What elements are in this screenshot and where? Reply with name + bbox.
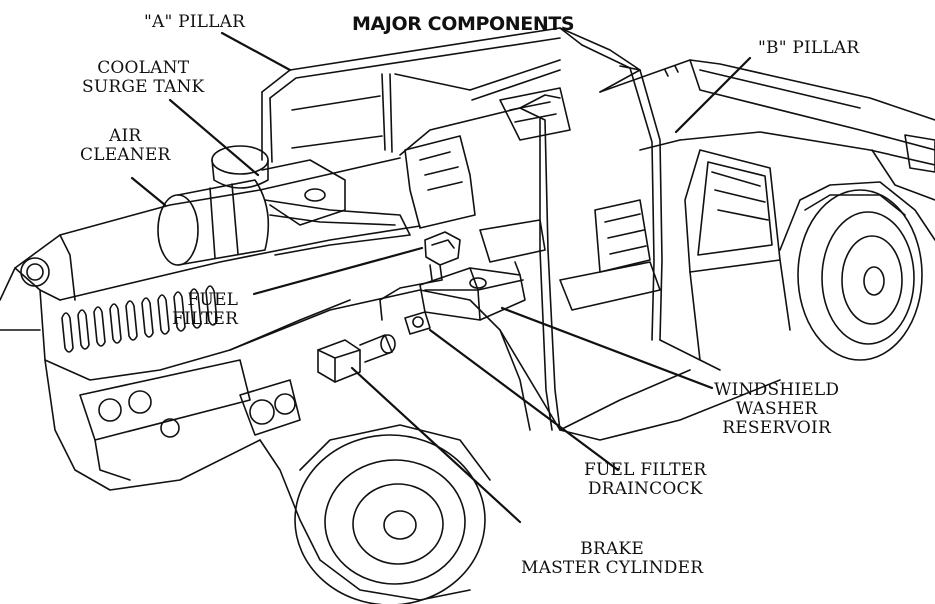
hood — [0, 157, 421, 491]
leader-a-pillar — [220, 31, 292, 72]
coolant-surge-tank — [211, 145, 346, 226]
label-a-pillar: "A" PILLAR — [144, 12, 246, 32]
leader-air-cleaner — [130, 176, 167, 207]
leader-brake-cylinder — [350, 366, 522, 524]
label-brake-line-1: BRAKE — [580, 539, 644, 559]
leader-washer-reservoir — [500, 306, 714, 390]
label-coolant-line-1: COOLANT — [97, 58, 190, 78]
label-fuel-filter-draincock: FUEL FILTER DRAINCOCK — [584, 461, 706, 499]
leader-coolant-tank — [168, 98, 260, 177]
leader-fuel-filter — [252, 246, 424, 296]
label-washer-line-2: WASHER — [735, 399, 818, 419]
label-b-pillar: "B" PILLAR — [758, 38, 860, 58]
front-wheel — [294, 424, 491, 604]
label-fuel-filter-line-1: FUEL — [187, 290, 239, 310]
label-air-line-2: CLEANER — [80, 145, 171, 165]
label-brake-master-cylinder: BRAKE MASTER CYLINDER — [521, 540, 703, 578]
headlights — [20, 257, 301, 436]
label-air-cleaner: AIR CLEANER — [80, 127, 170, 165]
fuel-filter — [379, 231, 461, 321]
label-fuel-filter: FUEL FILTER — [172, 291, 238, 329]
seats — [404, 87, 661, 311]
label-brake-line-2: MASTER CYLINDER — [521, 558, 704, 578]
label-washer-reservoir: WINDSHIELD WASHER RESERVOIR — [714, 381, 839, 438]
diagram-title: MAJOR COMPONENTS — [352, 13, 575, 35]
bumper — [79, 359, 251, 481]
leader-lines — [130, 31, 752, 524]
label-coolant-line-2: SURGE TANK — [82, 77, 205, 97]
leader-draincock — [428, 328, 620, 472]
roll-cage — [261, 27, 663, 431]
label-coolant-surge-tank: COOLANT SURGE TANK — [82, 59, 204, 97]
label-air-line-1: AIR — [109, 126, 142, 146]
label-washer-line-1: WINDSHIELD — [714, 380, 840, 400]
leader-b-pillar — [674, 56, 752, 134]
side-body — [499, 329, 781, 441]
air-cleaner — [157, 179, 411, 266]
label-draincock-line-2: DRAINCOCK — [587, 479, 703, 499]
fuel-filter-draincock — [404, 311, 431, 335]
label-draincock-line-1: FUEL FILTER — [584, 460, 707, 480]
rear-wheel — [779, 181, 935, 361]
rear-body — [599, 59, 935, 201]
label-fuel-filter-line-2: FILTER — [172, 309, 239, 329]
label-washer-line-3: RESERVOIR — [722, 418, 831, 438]
rear-door — [684, 149, 791, 371]
brake-master-cylinder — [317, 334, 396, 383]
grille — [61, 285, 218, 353]
